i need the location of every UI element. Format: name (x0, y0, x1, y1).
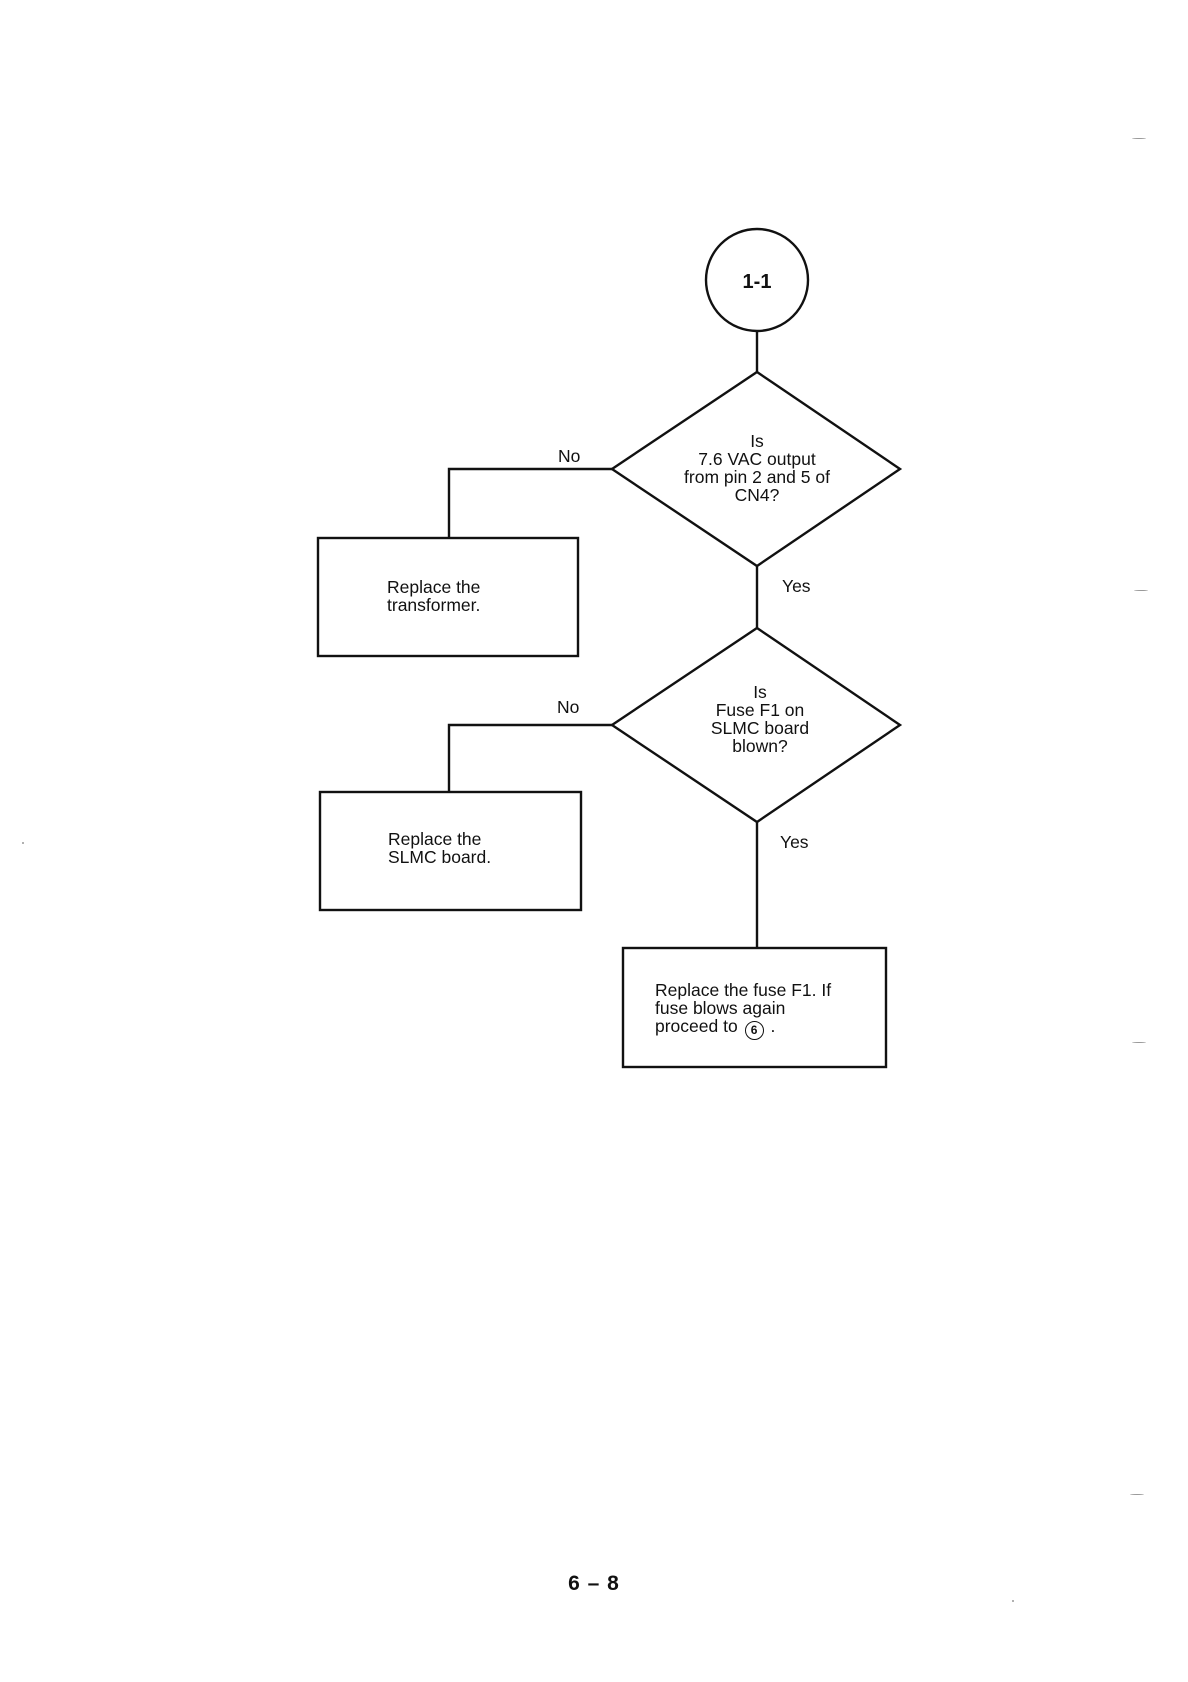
circled-step-ref: 6 (745, 1021, 764, 1040)
scan-speck (1134, 590, 1148, 591)
decision2-no-line (449, 725, 612, 792)
action-fuse-line1: Replace the fuse F1. If (655, 981, 880, 999)
action-fuse-text: Replace the fuse F1. If fuse blows again… (655, 981, 880, 1040)
connector-label: 1-1 (727, 272, 787, 292)
scan-speck (22, 842, 24, 844)
decision1-text: Is 7.6 VAC output from pin 2 and 5 of CN… (652, 432, 862, 504)
decision2-no-label: No (557, 697, 579, 718)
action-transformer-text: Replace the transformer. (387, 578, 567, 614)
scan-speck (1130, 1494, 1144, 1495)
action-fuse-proceed-text: proceed to (655, 1016, 738, 1036)
action-fuse-line3: proceed to 6 . (655, 1017, 880, 1040)
action-slmc-text: Replace the SLMC board. (388, 830, 568, 866)
scan-speck (1012, 1600, 1014, 1602)
decision1-no-line (449, 469, 612, 538)
scan-speck (1132, 138, 1146, 139)
page-number: 6 – 8 (0, 1572, 1188, 1596)
decision1-no-label: No (558, 446, 580, 467)
scan-speck (1132, 1042, 1146, 1043)
decision2-text: Is Fuse F1 on SLMC board blown? (672, 683, 848, 755)
action-fuse-end-text: . (770, 1016, 775, 1036)
decision1-yes-label: Yes (782, 576, 811, 597)
decision2-yes-label: Yes (780, 832, 809, 853)
action-fuse-line2: fuse blows again (655, 999, 880, 1017)
